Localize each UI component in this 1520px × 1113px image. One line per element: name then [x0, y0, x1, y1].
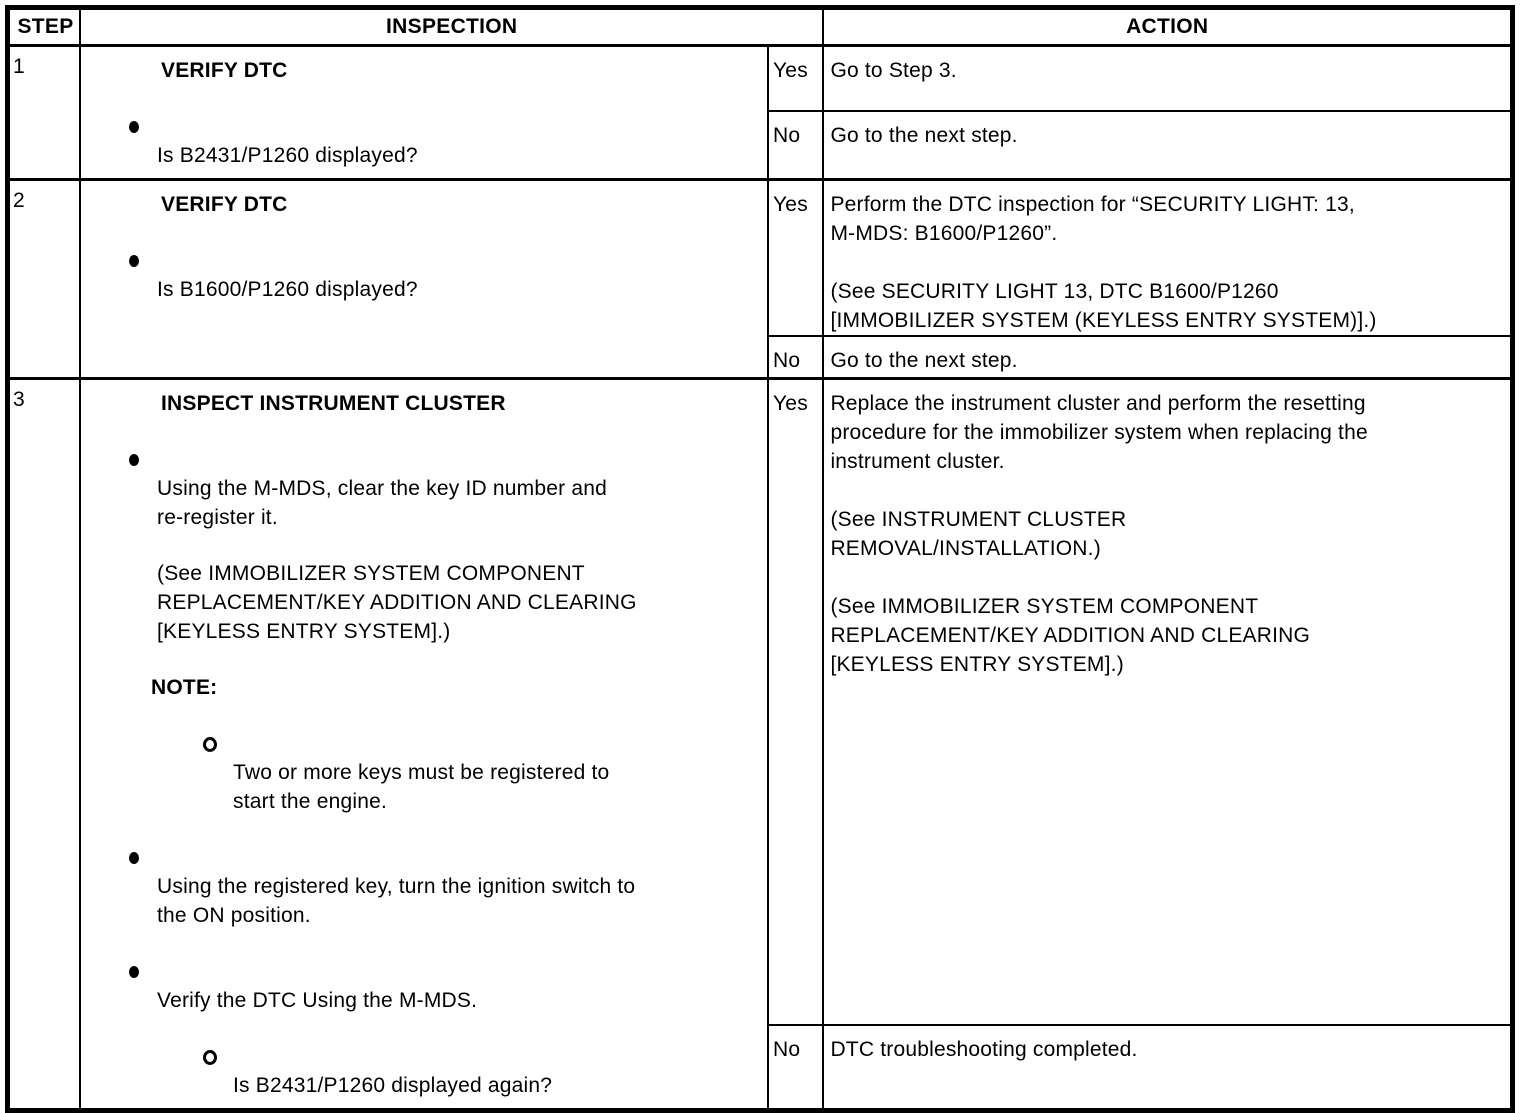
- branch-answer-cell: Yes: [767, 376, 825, 1027]
- inspection-subbullet-text: Two or more keys must be registered to s…: [233, 760, 610, 813]
- step-number: 2: [13, 189, 25, 212]
- inspection-subbullet-item: Is B2431/P1260 displayed again?: [203, 1042, 761, 1100]
- inspection-bullet-item: Is B2431/P1260 displayed?: [129, 112, 761, 170]
- bullet-icon: [129, 851, 140, 864]
- branch-answer-yes: Yes: [773, 59, 808, 82]
- branch-answer-cell: No: [767, 1024, 825, 1111]
- branch-answer-no: No: [773, 349, 801, 372]
- dtc-troubleshooting-table: STEP INSPECTION ACTION 1 VERIFY DTC Is B…: [5, 5, 1515, 1113]
- step-number-cell: 1: [6, 44, 82, 181]
- branch-answer-yes: Yes: [773, 391, 808, 415]
- branch-answer-no: No: [773, 124, 801, 148]
- branch-answer-cell: No: [767, 110, 825, 181]
- circle-bullet-icon: [203, 1049, 218, 1065]
- table-subrow-step-1-no: No Go to the next step.: [8, 110, 1514, 181]
- table-row-step-2: 2 VERIFY DTC Is B1600/P1260 displayed? Y…: [6, 178, 1514, 379]
- inspection-bullet-text: Is B1600/P1260 displayed?: [157, 278, 418, 301]
- step-number-cell: 3: [6, 376, 82, 1111]
- inspection-title: VERIFY DTC: [161, 193, 288, 216]
- column-header-action: ACTION: [822, 6, 1514, 47]
- branch-answer-cell: Yes: [767, 178, 825, 337]
- bullet-icon: [129, 255, 140, 267]
- step-number: 1: [13, 55, 25, 78]
- branch-answer-yes: Yes: [773, 193, 808, 216]
- branch-answer-cell: No: [767, 335, 825, 379]
- column-header-inspection: INSPECTION: [79, 6, 825, 47]
- inspection-bullet-text: Using the M-MDS, clear the key ID number…: [157, 476, 607, 529]
- branch-action-cell: Perform the DTC inspection for “SECURITY…: [822, 178, 1514, 337]
- branch-action-text: Go to the next step.: [830, 124, 1018, 148]
- branch-action-cell: Go to the next step.: [822, 110, 1514, 181]
- table-subrow-step-2-no: No Go to the next step.: [8, 335, 1514, 379]
- branch-action-cell: Replace the instrument cluster and perfo…: [822, 376, 1514, 1027]
- inspection-cell: INSPECT INSTRUMENT CLUSTER Using the M-M…: [79, 376, 770, 1111]
- table-header-row: STEP INSPECTION ACTION: [6, 6, 1514, 47]
- note-label: NOTE:: [151, 675, 218, 699]
- branch-action-text: Perform the DTC inspection for “SECURITY…: [830, 193, 1377, 332]
- inspection-subbullet-item: Two or more keys must be registered to s…: [203, 729, 761, 816]
- bullet-icon: [129, 121, 140, 133]
- table-row-step-3: 3 INSPECT INSTRUMENT CLUSTER Using the M…: [6, 376, 1514, 1111]
- branch-action-cell: Go to the next step.: [822, 335, 1514, 379]
- bullet-icon: [129, 453, 140, 466]
- bullet-icon: [129, 965, 140, 978]
- table-row-step-1: 1 VERIFY DTC Is B2431/P1260 displayed? Y…: [6, 44, 1514, 181]
- inspection-bullet-text: Using the registered key, turn the ignit…: [157, 874, 636, 927]
- branch-answer-cell: Yes: [767, 44, 825, 113]
- inspection-bullet-item: Is B1600/P1260 displayed?: [129, 246, 761, 304]
- inspection-bullet-item: Verify the DTC Using the M-MDS.: [129, 957, 761, 1015]
- step-number: 3: [13, 387, 25, 411]
- inspection-bullet-text: Is B2431/P1260 displayed?: [157, 144, 418, 167]
- branch-answer-no: No: [773, 1038, 801, 1062]
- inspection-bullet-item: Using the registered key, turn the ignit…: [129, 843, 761, 930]
- branch-action-text: Go to the next step.: [830, 349, 1018, 372]
- inspection-title: VERIFY DTC: [161, 59, 288, 82]
- column-header-step: STEP: [6, 6, 82, 47]
- branch-action-text: Go to Step 3.: [830, 59, 957, 82]
- inspection-reference-text: (See IMMOBILIZER SYSTEM COMPONENT REPLAC…: [157, 561, 637, 643]
- branch-action-cell: DTC troubleshooting completed.: [822, 1024, 1514, 1111]
- inspection-subbullet-text: Is B2431/P1260 displayed again?: [233, 1073, 553, 1097]
- inspection-title: INSPECT INSTRUMENT CLUSTER: [161, 391, 506, 415]
- branch-action-text: DTC troubleshooting completed.: [830, 1038, 1138, 1062]
- step-number-cell: 2: [6, 178, 82, 379]
- inspection-cell: VERIFY DTC Is B2431/P1260 displayed?: [79, 44, 770, 181]
- branch-action-text: Replace the instrument cluster and perfo…: [830, 391, 1368, 676]
- inspection-bullet-text: Verify the DTC Using the M-MDS.: [157, 988, 478, 1012]
- inspection-cell: VERIFY DTC Is B1600/P1260 displayed?: [79, 178, 770, 379]
- branch-action-cell: Go to Step 3.: [822, 44, 1514, 113]
- inspection-bullet-item: Using the M-MDS, clear the key ID number…: [129, 445, 761, 532]
- circle-bullet-icon: [203, 736, 218, 752]
